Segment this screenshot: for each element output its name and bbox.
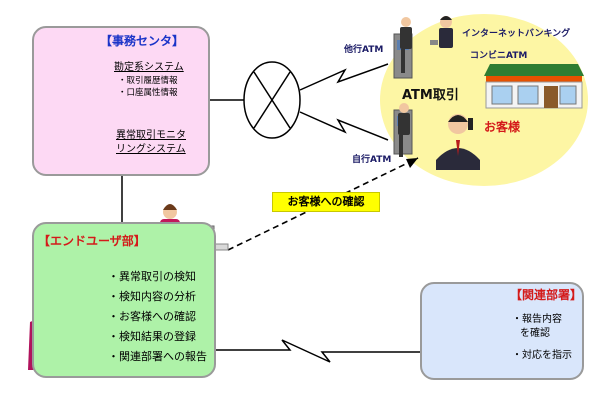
accounting-item: ・口座属性情報	[118, 88, 178, 98]
network-node-icon	[243, 61, 301, 139]
customer-label: お客様	[484, 120, 521, 134]
monitoring-system-label: リングシステム	[116, 144, 186, 155]
task-item: ・異常取引の検知	[108, 270, 196, 283]
accounting-item: ・取引履歴情報	[118, 76, 178, 86]
confirm-arrowhead	[406, 158, 418, 168]
task-item: ・お客様への確認	[108, 310, 196, 323]
network-to-own-atm-line	[299, 111, 389, 141]
customer-confirmation-callout: お客様への確認	[272, 192, 380, 212]
atm-zone	[380, 14, 588, 186]
office-center-box	[32, 26, 210, 176]
atm-transaction-label: ATM取引	[402, 88, 459, 103]
accounting-system-label: 勘定系システム	[114, 62, 184, 73]
own-bank-atm-icon	[393, 103, 413, 157]
related-dept-title: 【関連部署】	[510, 288, 583, 302]
other-bank-atm-icon	[393, 17, 413, 79]
customer-on-phone-icon	[436, 114, 480, 170]
task-item: ・検知結果の登録	[108, 330, 196, 343]
enduser-to-related-line	[216, 339, 420, 363]
internet-banking-icon	[430, 16, 453, 48]
related-dept-item: ・報告内容	[512, 314, 562, 325]
related-dept-box	[420, 282, 584, 380]
end-user-dept-box	[32, 222, 216, 378]
end-user-dept-title: 【エンドユーザ部】	[38, 234, 146, 248]
monitoring-system-label: 異常取引モニタ	[116, 130, 186, 141]
other-bank-atm-label: 他行ATM	[344, 45, 384, 55]
task-item: ・関連部署への報告	[108, 350, 207, 363]
related-dept-item: を確認	[520, 328, 550, 339]
convenience-atm-label: コンビニATM	[470, 51, 528, 61]
task-item: ・検知内容の分析	[108, 290, 196, 303]
network-to-other-atm-line	[299, 63, 389, 91]
office-center-title: 【事務センタ】	[100, 34, 185, 48]
related-dept-item: ・対応を指示	[512, 350, 572, 361]
own-bank-atm-label: 自行ATM	[352, 155, 392, 165]
convenience-store-icon	[484, 64, 584, 109]
internet-banking-label: インターネットバンキング	[462, 29, 571, 39]
